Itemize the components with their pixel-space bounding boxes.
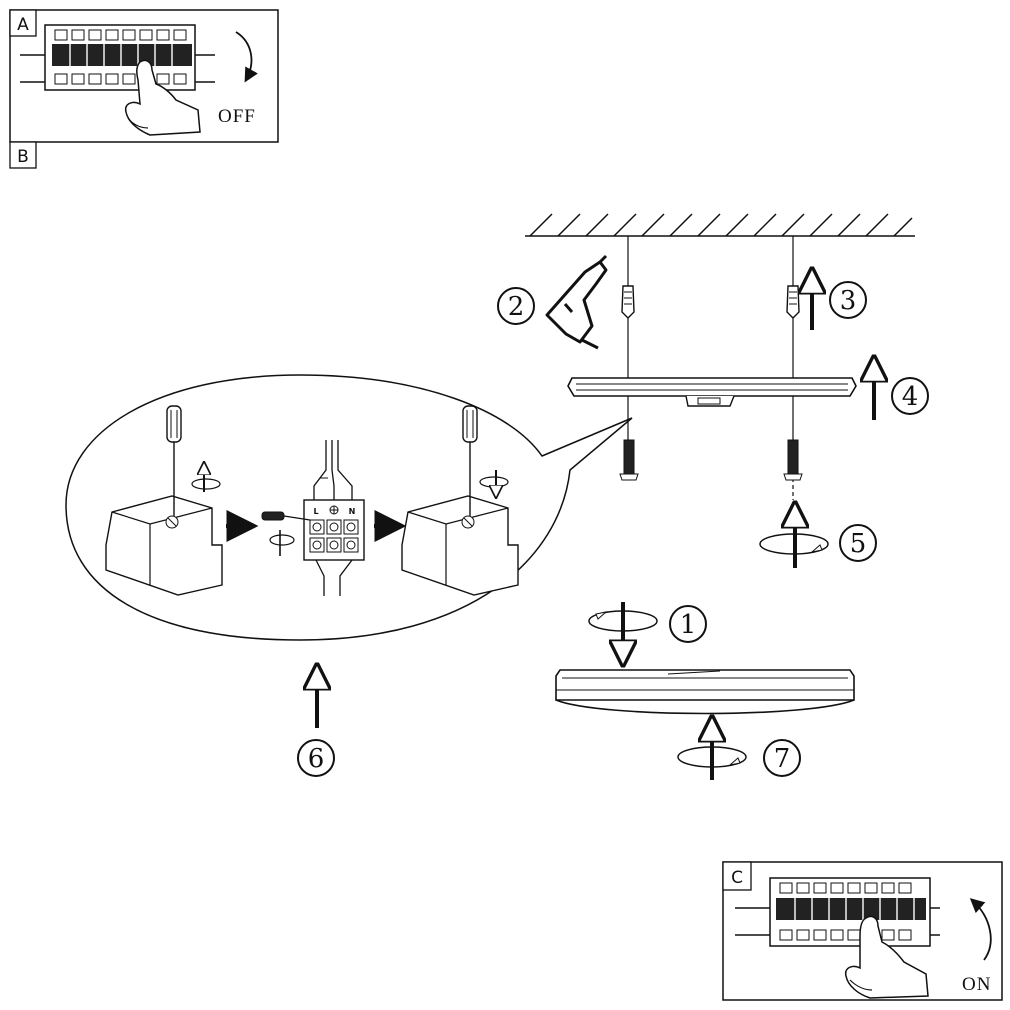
panel-b: B [9, 141, 37, 169]
screw-icon [619, 439, 639, 481]
panel-c-letter: C [731, 868, 743, 888]
panel-a-letter: A [17, 15, 29, 35]
step-number-3-text: 3 [840, 286, 857, 316]
step-number-3: 3 [829, 281, 867, 319]
wall-plug-icon [786, 285, 800, 319]
step-number-1: 1 [669, 605, 707, 643]
panel-c: C ON [722, 861, 1003, 1001]
step-number-7-text: 7 [774, 744, 791, 774]
terminal-label-l: L [313, 507, 318, 516]
terminal-label-n: N [349, 507, 356, 516]
drill-icon [545, 254, 608, 350]
rotate-arrow-icon [269, 530, 295, 556]
panel-c-word: ON [962, 974, 991, 995]
step-number-2: 2 [497, 287, 535, 325]
step-number-5: 5 [839, 524, 877, 562]
panel-a: A OFF [9, 9, 279, 143]
wiring-detail-callout: L N [65, 374, 633, 641]
wall-plug-icon [621, 285, 635, 319]
rotate-arrow-icon [588, 602, 658, 662]
hand-icon [124, 59, 201, 136]
screw-icon [783, 439, 803, 481]
breaker-row-a [44, 24, 196, 91]
step-number-5-text: 5 [850, 529, 867, 559]
lamp-diffuser [555, 669, 855, 715]
rotate-arrow-icon [191, 464, 221, 492]
step-number-6-text: 6 [308, 744, 325, 774]
rotate-up-arrow-icon [969, 898, 992, 961]
terminal-block-left [105, 495, 223, 596]
panel-b-letter: B [17, 147, 29, 167]
step-number-4: 4 [891, 377, 929, 415]
screwdriver-icon [166, 405, 182, 516]
step-number-1-text: 1 [680, 610, 697, 640]
rotate-arrow-icon [677, 720, 747, 780]
step-number-4-text: 4 [902, 382, 919, 412]
hand-icon [844, 915, 929, 999]
alignment-lines [627, 236, 794, 500]
screwdriver-icon [261, 511, 311, 521]
ceiling [525, 213, 915, 237]
step-number-2-text: 2 [508, 292, 525, 322]
ceiling-base-plate [567, 377, 857, 407]
terminal-connector: L N [303, 440, 365, 596]
screwdriver-icon [462, 405, 478, 516]
terminal-block-right [401, 495, 519, 596]
breaker-row-c [769, 877, 931, 947]
rotate-arrow-icon [479, 470, 509, 496]
panel-a-word: OFF [218, 106, 256, 127]
rotate-arrow-icon [759, 506, 829, 568]
step-number-6: 6 [297, 739, 335, 777]
rotate-down-arrow-icon [235, 31, 258, 83]
step-number-7: 7 [763, 739, 801, 777]
